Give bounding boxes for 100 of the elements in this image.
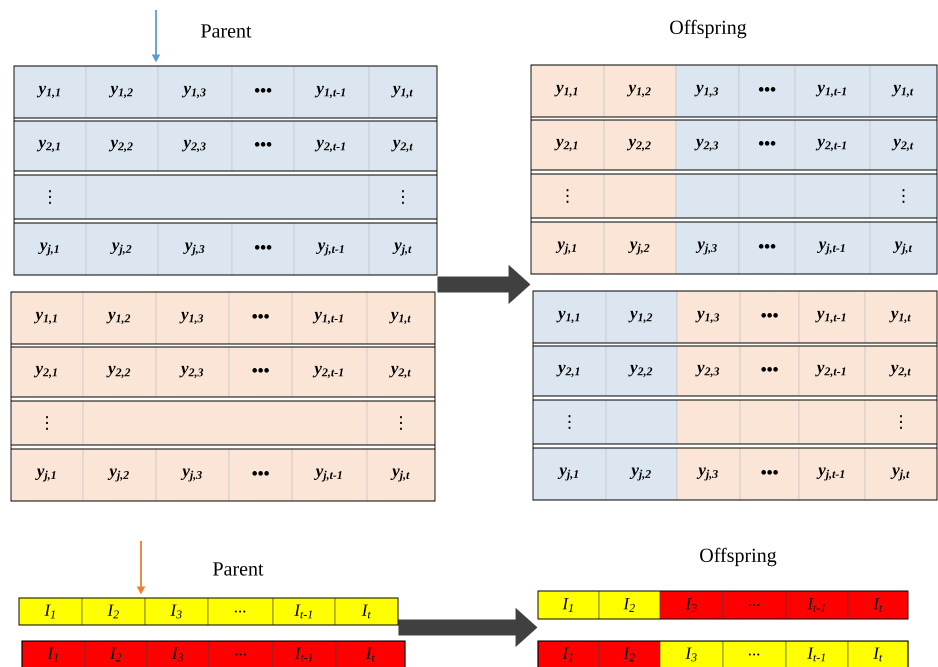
matrix-cell: y$_{1,t}$ xyxy=(366,292,436,344)
matrix-cell xyxy=(738,174,796,218)
matrix-cell: y$_{2,t-1}$ xyxy=(794,120,870,170)
gene-cell: I$_{2}$ xyxy=(598,590,660,620)
matrix-cell: y$_{j,t-1}$ xyxy=(292,448,368,502)
gene-cell: I$_{1}$ xyxy=(22,640,86,667)
gene-cell: ... xyxy=(208,598,274,626)
chromosome-bar xyxy=(21,640,406,667)
matrix-cell: y$_{2,1}$ xyxy=(530,120,604,170)
matrix-cell: y$_{2,2}$ xyxy=(82,346,156,398)
matrix-cell: ⋮ xyxy=(870,174,938,218)
matrix-cell: y$_{2,t-1}$ xyxy=(292,346,368,398)
matrix-cell: y$_{2,3}$ xyxy=(676,346,740,396)
matrix-cell: y$_{j,3}$ xyxy=(156,448,230,502)
matrix-cell: y$_{1,3}$ xyxy=(676,64,740,118)
matrix-cell: ••• xyxy=(740,346,800,396)
gene-cell: I$_{2}$ xyxy=(598,640,660,667)
matrix-cell xyxy=(604,174,676,218)
matrix-cell: y$_{1,t-1}$ xyxy=(794,64,870,118)
matrix-cell: y$_{j,t}$ xyxy=(368,222,438,276)
matrix-cell: y$_{j,t-1}$ xyxy=(794,222,870,274)
matrix-cell: ••• xyxy=(232,120,294,172)
matrix-cell xyxy=(794,174,870,218)
matrix-cell: ⋮ xyxy=(14,174,86,220)
matrix-cell: ••• xyxy=(738,64,796,118)
matrix-cell: y$_{1,1}$ xyxy=(10,292,84,344)
matrix-cell: y$_{1,3}$ xyxy=(156,292,230,344)
matrix-cell xyxy=(676,174,740,218)
matrix-cell: y$_{2,2}$ xyxy=(86,120,158,172)
matrix-cell: y$_{1,t-1}$ xyxy=(798,290,866,344)
gene-cell: I$_{2}$ xyxy=(84,640,148,667)
matrix-cell: y$_{j,2}$ xyxy=(606,448,678,500)
matrix-cell: y$_{j,t-1}$ xyxy=(798,448,866,500)
matrix-cell: y$_{2,1}$ xyxy=(10,346,84,398)
matrix-cell: y$_{1,t-1}$ xyxy=(292,292,368,344)
gene-cell: I$_{2}$ xyxy=(82,598,146,626)
matrix-cell: y$_{2,1}$ xyxy=(14,120,86,172)
matrix-cell: y$_{2,3}$ xyxy=(676,120,740,170)
matrix-cell: y$_{2,t-1}$ xyxy=(294,120,370,172)
matrix-cell: y$_{j,t}$ xyxy=(870,222,938,274)
matrix-cell: ⋮ xyxy=(368,174,438,220)
matrix-cell: y$_{1,t}$ xyxy=(864,290,938,344)
gene-cell: I$_{3}$ xyxy=(146,640,210,667)
gene-cell: I$_{3}$ xyxy=(144,598,208,626)
matrix-cell: y$_{2,1}$ xyxy=(532,346,606,396)
heading: Parent xyxy=(213,562,264,576)
matrix-cell: y$_{2,3}$ xyxy=(156,346,230,398)
matrix-cell: ⋮ xyxy=(10,400,84,446)
gene-cell: I$_{t}$ xyxy=(848,590,908,620)
matrix-frame xyxy=(532,290,938,500)
matrix-cell: ⋮ xyxy=(864,400,938,444)
matrix-cell: ••• xyxy=(232,66,294,118)
gene-cell: I$_{1}$ xyxy=(538,590,600,620)
gene-cell: I$_{3}$ xyxy=(660,590,724,620)
matrix-cell: y$_{2,t}$ xyxy=(870,120,938,170)
matrix-cell: y$_{j,1}$ xyxy=(530,222,604,274)
matrix-cell: y$_{2,2}$ xyxy=(606,346,678,396)
matrix-cell: y$_{1,t}$ xyxy=(870,64,938,118)
matrix-cell: ••• xyxy=(228,346,292,398)
matrix-cell: y$_{1,2}$ xyxy=(604,64,676,118)
matrix-cell: y$_{2,2}$ xyxy=(604,120,676,170)
matrix-frame xyxy=(10,292,436,502)
gene-cell: I$_{3}$ xyxy=(660,640,724,667)
gene-cell: I$_{t}$ xyxy=(336,640,406,667)
node-label: I$_{t-1}$ xyxy=(294,648,312,662)
matrix-cell: ••• xyxy=(228,448,292,502)
matrix-cell: y$_{j,2}$ xyxy=(604,222,676,274)
matrix-cell xyxy=(798,400,866,444)
matrix-cell: y$_{1,1}$ xyxy=(532,290,606,344)
chromosome-bar xyxy=(537,640,909,667)
matrix-cell: y$_{2,t-1}$ xyxy=(798,346,866,396)
matrix-cell: y$_{2,3}$ xyxy=(158,120,232,172)
matrix-cell xyxy=(740,400,800,444)
matrix-cell: ••• xyxy=(232,222,294,276)
matrix-cell: y$_{j,1}$ xyxy=(532,448,606,500)
matrix-cell: ⋮ xyxy=(366,400,436,446)
matrix-cell: y$_{1,3}$ xyxy=(158,66,232,118)
gene-cell: I$_{t-1}$ xyxy=(272,640,336,667)
heading: Offspring xyxy=(700,548,776,566)
heading: Offspring xyxy=(670,20,746,38)
matrix-cell: ••• xyxy=(738,120,796,170)
matrix-cell: y$_{1,2}$ xyxy=(606,290,678,344)
matrix-cell: y$_{1,2}$ xyxy=(82,292,156,344)
gene-cell: I$_{t}$ xyxy=(334,598,398,626)
gene-cell: ... xyxy=(722,590,786,620)
matrix-cell: y$_{1,t-1}$ xyxy=(294,66,370,118)
matrix-cell: y$_{j,t}$ xyxy=(864,448,938,500)
matrix-cell: y$_{j,t-1}$ xyxy=(294,222,370,276)
matrix-cell: y$_{1,1}$ xyxy=(530,64,604,118)
gene-cell: I$_{1}$ xyxy=(538,640,600,667)
matrix-cell: ⋮ xyxy=(530,174,604,218)
matrix-cell: ••• xyxy=(228,292,292,344)
matrix-cell: y$_{j,2}$ xyxy=(86,222,158,276)
matrix-cell: y$_{j,3}$ xyxy=(676,448,740,500)
matrix-cell: y$_{2,t}$ xyxy=(368,120,438,172)
matrix-cell: ••• xyxy=(740,290,800,344)
matrix-cell: ••• xyxy=(738,222,796,274)
matrix-cell: ⋮ xyxy=(532,400,606,444)
matrix-cell xyxy=(676,400,740,444)
matrix-cell: y$_{2,t}$ xyxy=(864,346,938,396)
